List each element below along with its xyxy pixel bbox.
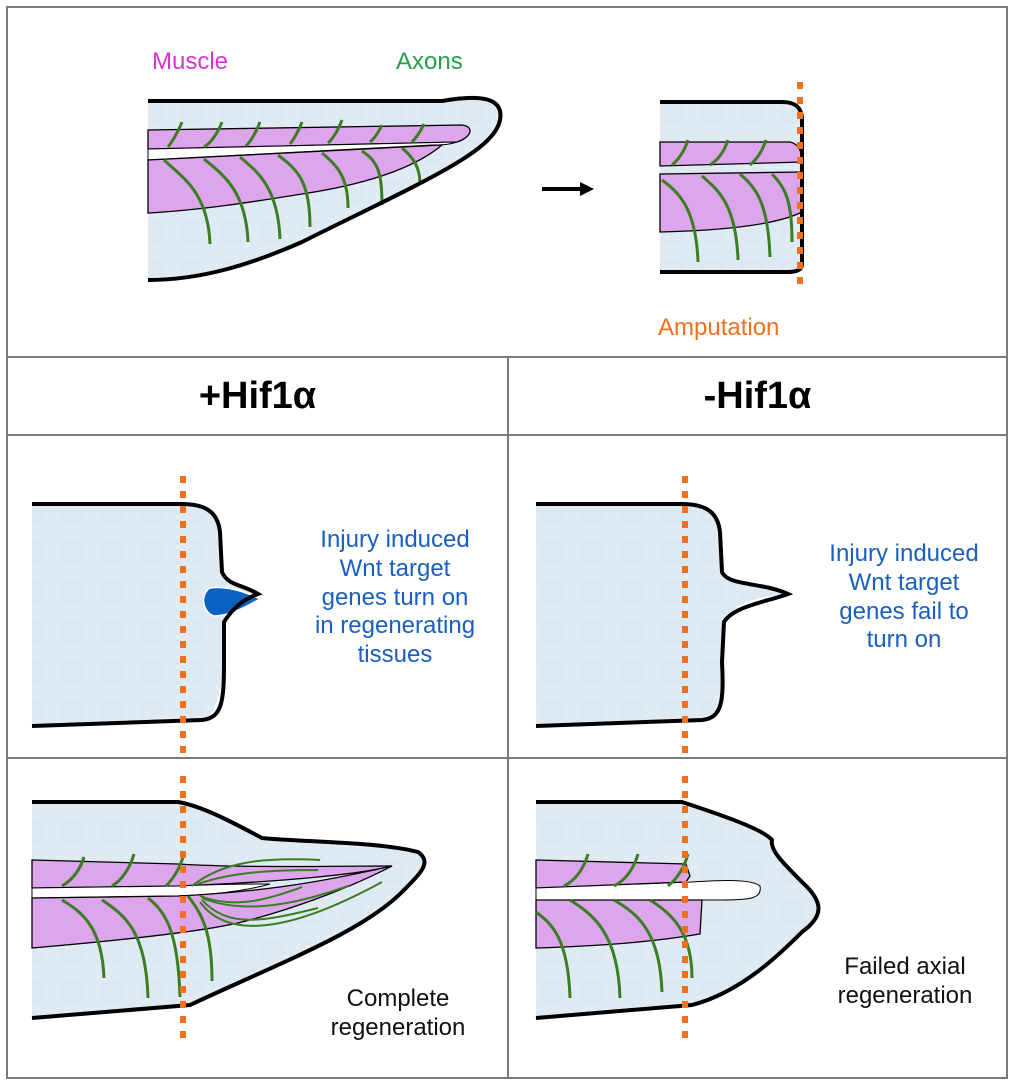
stump-outline [31,502,263,728]
tail-outline [31,800,427,1020]
arrow-right-icon [542,182,594,196]
wnt-on-panel: Injury induced Wnt target genes turn on … [6,434,509,759]
axons [162,119,426,245]
regenerating-axons [191,858,383,927]
wnt-off-illustration [535,476,794,754]
amputation-label: Amputation [658,314,780,341]
tail-outline [535,800,821,1020]
axons-label: Axons [396,48,463,75]
wnt-signal-region [202,586,262,617]
wnt-off-caption: Injury induced Wnt target genes fail to … [829,540,979,654]
complete-regeneration-illustration [31,776,427,1042]
stump-tissue [32,504,258,726]
overview-illustration [147,82,804,288]
wnt-on-illustration [31,476,263,754]
notochord [535,880,761,901]
amputated-tail [659,82,804,288]
tail-outline [147,95,503,282]
muscle-label: Muscle [152,48,229,75]
column-header-plus-hif1a: +Hif1α [6,356,509,436]
stump-outline [535,502,794,728]
wnt-on-caption: Injury induced Wnt target genes turn on … [314,526,476,669]
upper-muscle [535,859,691,889]
lower-muscle [535,899,703,949]
lower-muscle [147,144,444,214]
failed-regeneration-panel: Failed axial regeneration [507,757,1008,1079]
failed-regeneration-illustration [535,776,821,1042]
stump-tissue [536,504,788,726]
lower-muscle [31,865,393,949]
column-header-minus-hif1a: -Hif1α [507,356,1008,436]
overview-panel: Muscle Axons Amputation [6,6,1008,358]
intact-tail [147,95,503,282]
wnt-off-panel: Injury induced Wnt target genes fail to … [507,434,1008,759]
complete-regeneration-caption: Complete regeneration [330,985,466,1041]
stump-axons [661,139,794,263]
complete-regeneration-panel: Complete regeneration [6,757,509,1079]
failed-regeneration-caption: Failed axial regeneration [837,953,973,1009]
